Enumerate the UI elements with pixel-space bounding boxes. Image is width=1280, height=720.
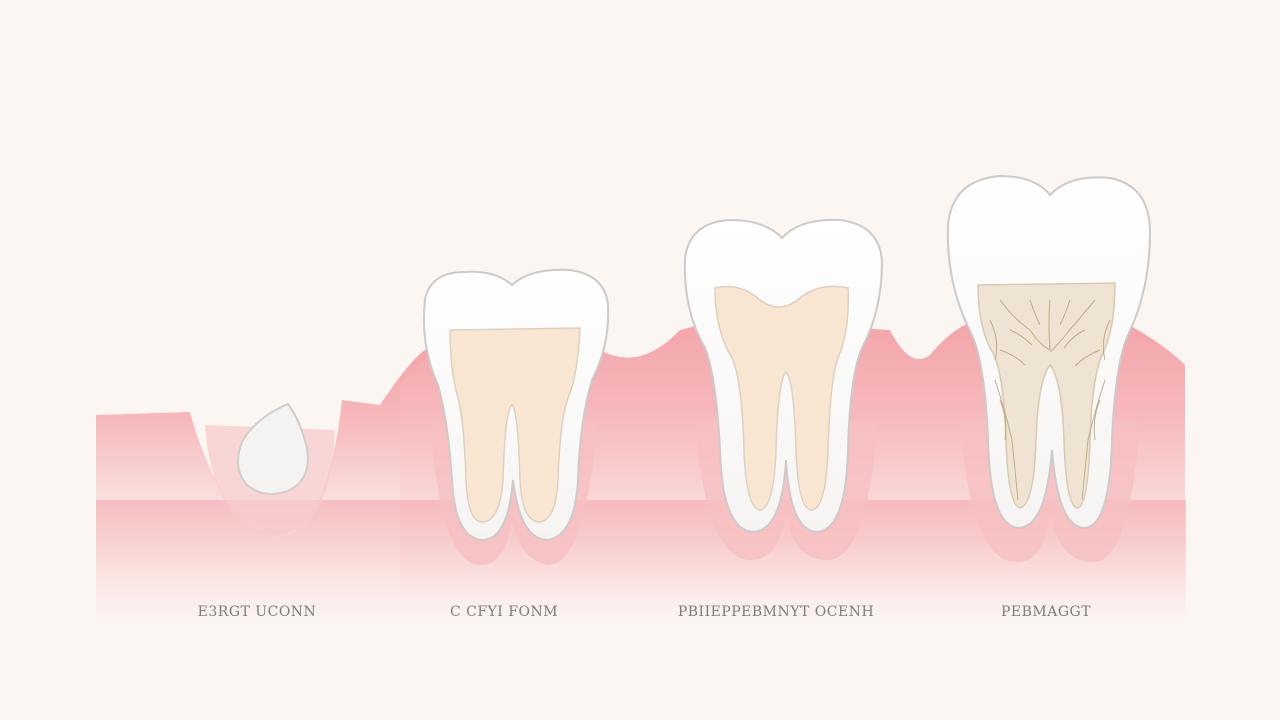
dentin (714, 285, 850, 511)
stage-label-3: PBIIEPPEBMNYT OCENH (677, 604, 875, 620)
tooth-stage-4 (946, 174, 1152, 563)
tooth-stage-3 (683, 218, 884, 561)
pulp-nerves (989, 299, 1111, 501)
tooth-stage-2 (422, 268, 610, 566)
stage-label-2: C CFYI FONM (449, 604, 559, 620)
tooth-bud (205, 402, 335, 536)
dentin-pulp (977, 282, 1116, 509)
dentin (449, 327, 581, 523)
stage-label-1: E3RGT UCONN (197, 604, 317, 620)
tooth-bud-shape (237, 402, 309, 495)
stage-label-4: PEBMAGGT (1000, 604, 1092, 620)
